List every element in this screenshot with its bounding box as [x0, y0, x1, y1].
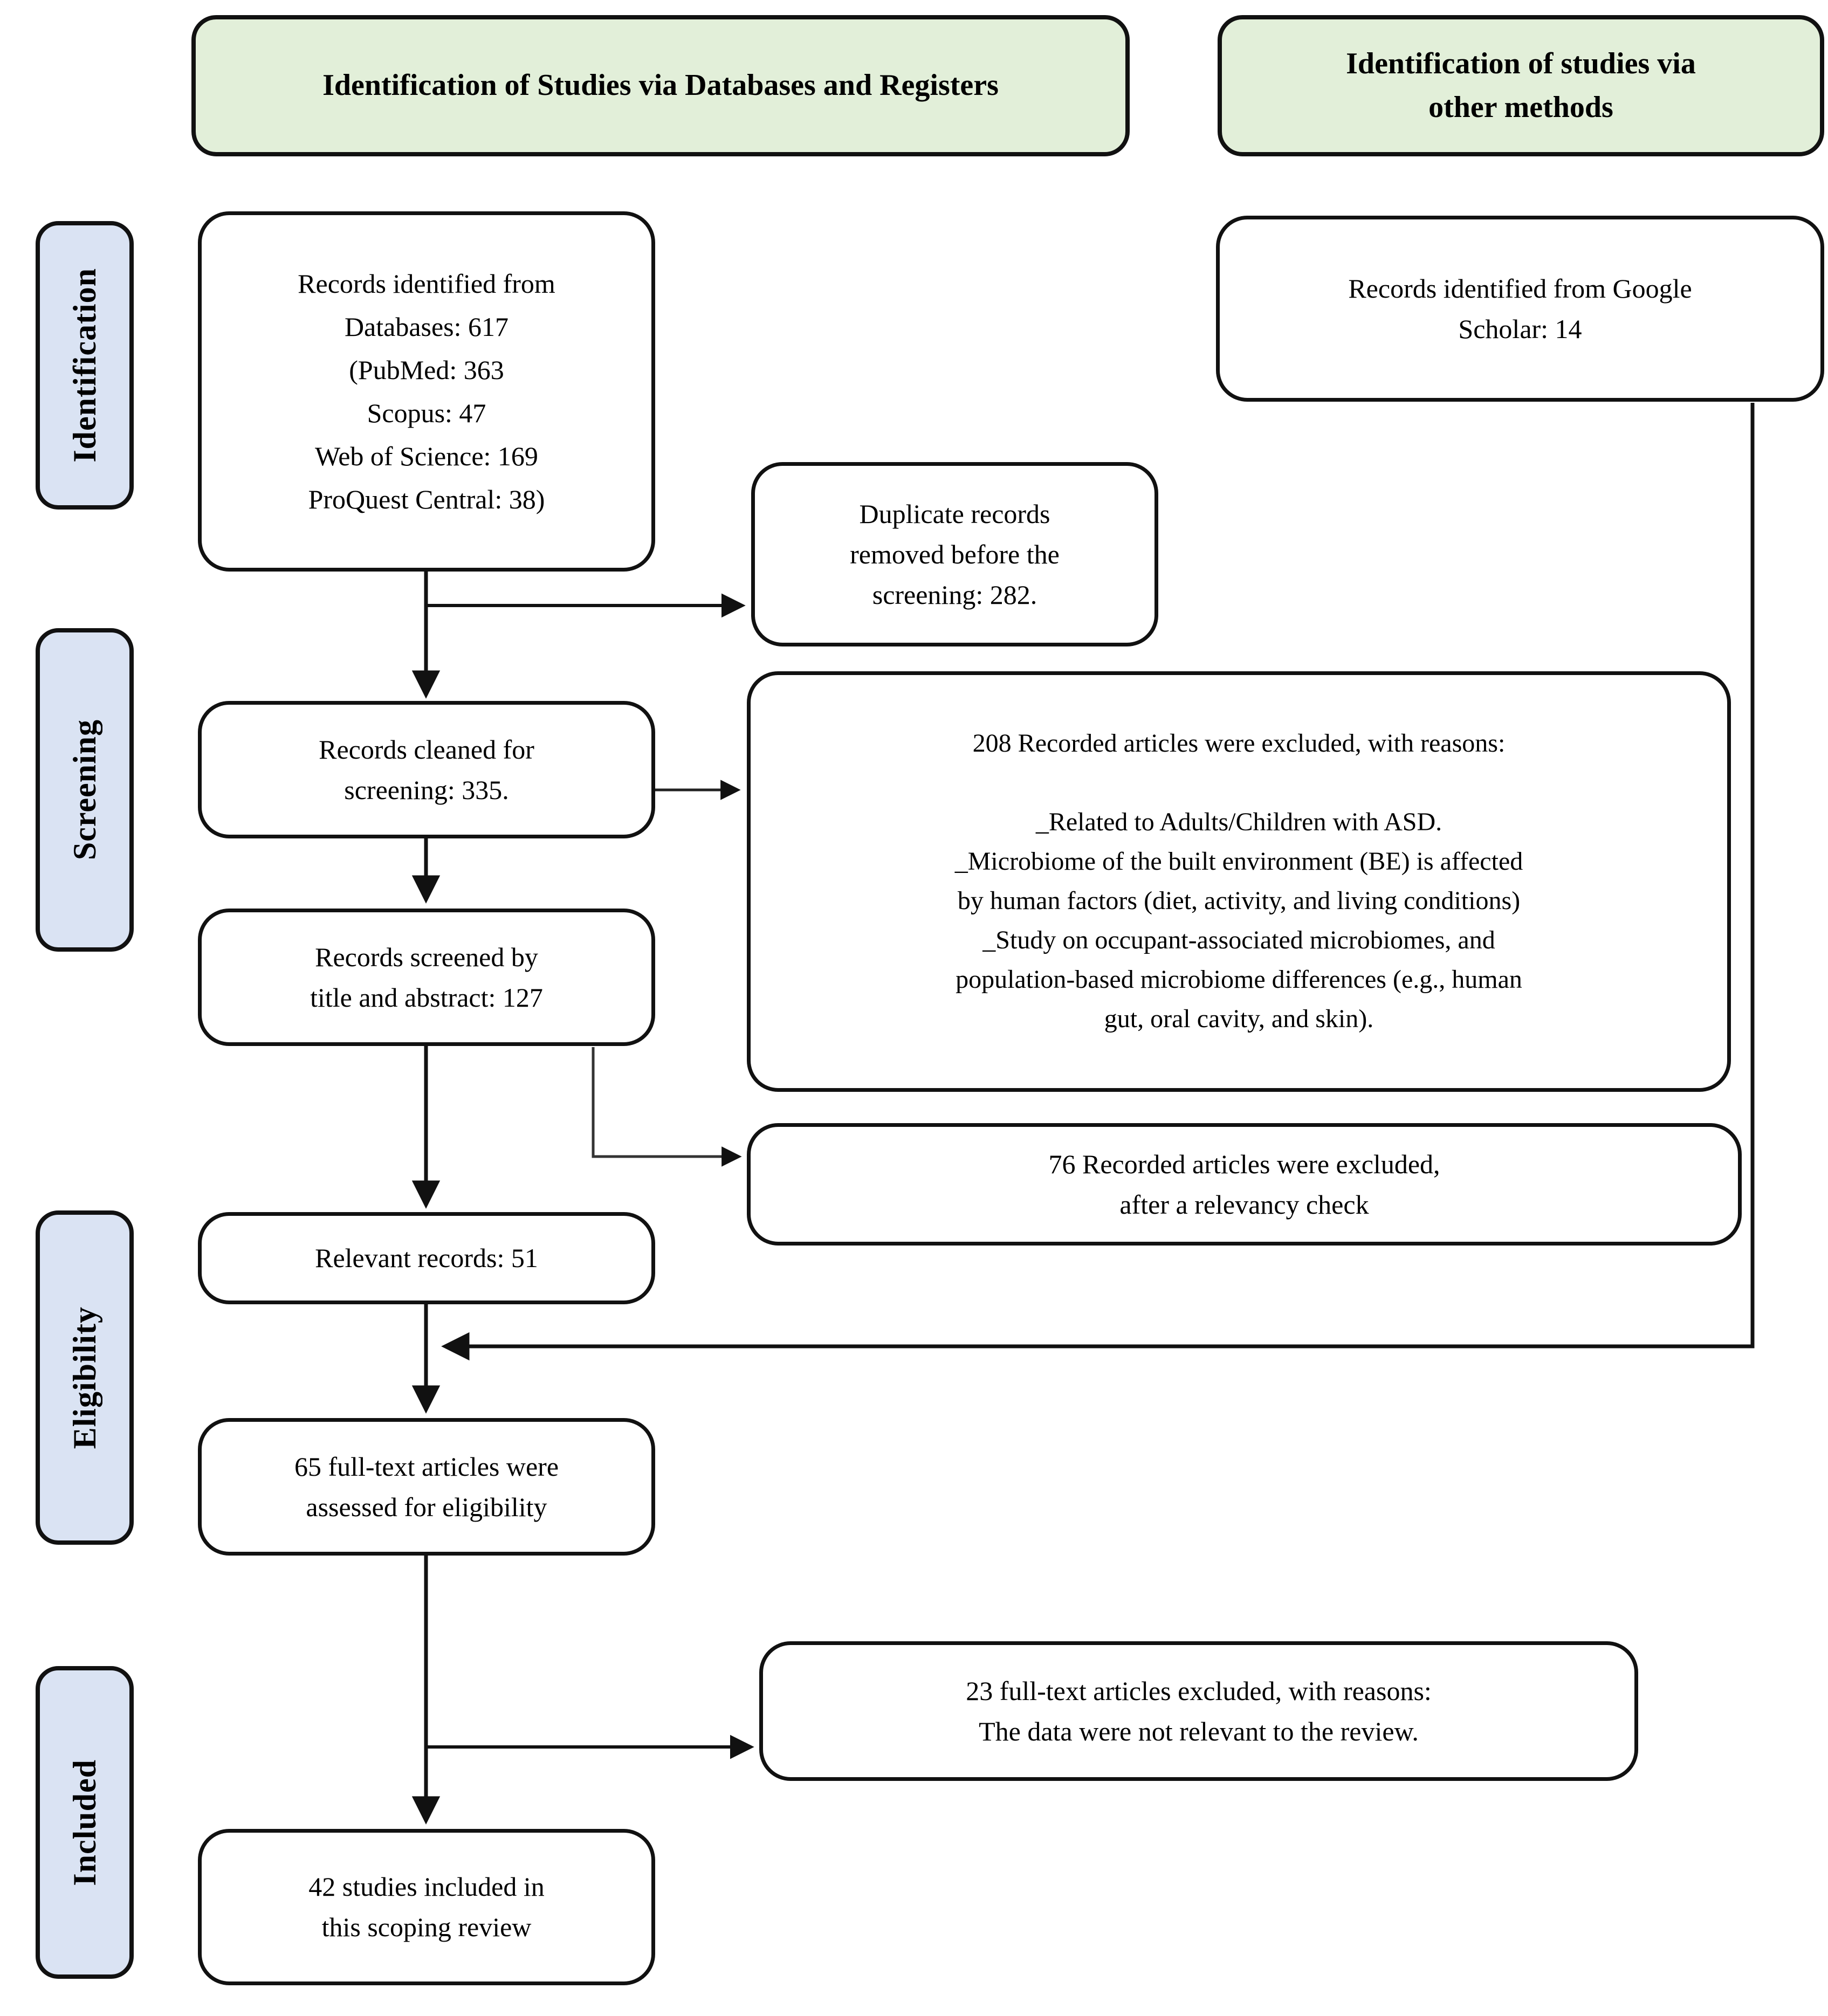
- stage-eligibility: Eligibility: [36, 1210, 134, 1545]
- stage-identification-label: Identification: [66, 268, 102, 463]
- box-fulltext-assessed: 65 full-text articles were assessed for …: [198, 1418, 655, 1556]
- box-records-cleaned: Records cleaned for screening: 335.: [198, 701, 655, 838]
- stage-screening: Screening: [36, 628, 134, 952]
- stage-eligibility-label: Eligibility: [66, 1306, 102, 1449]
- stage-included: Included: [36, 1666, 134, 1979]
- box-google-scholar: Records identified from Google Scholar: …: [1216, 216, 1824, 402]
- header-databases-registers: Identification of Studies via Databases …: [191, 15, 1130, 156]
- box-included-42: 42 studies included in this scoping revi…: [198, 1829, 655, 1985]
- box-excluded-23: 23 full-text articles excluded, with rea…: [759, 1641, 1638, 1781]
- stage-included-label: Included: [66, 1759, 102, 1886]
- box-excluded-76: 76 Recorded articles were excluded, afte…: [747, 1123, 1742, 1246]
- stage-screening-label: Screening: [66, 719, 102, 861]
- box-duplicates-removed: Duplicate records removed before the scr…: [751, 462, 1158, 646]
- arrow-screened-to-excluded76: [592, 1047, 742, 1167]
- box-relevant-records: Relevant records: 51: [198, 1212, 655, 1304]
- header-other-methods: Identification of studies via other meth…: [1218, 15, 1824, 156]
- box-excluded-208: 208 Recorded articles were excluded, wit…: [747, 671, 1731, 1092]
- box-records-identified: Records identified from Databases: 617 (…: [198, 211, 655, 572]
- box-records-screened: Records screened by title and abstract: …: [198, 909, 655, 1046]
- stage-identification: Identification: [36, 221, 134, 510]
- arrow-google-to-trunk: [441, 403, 1755, 1361]
